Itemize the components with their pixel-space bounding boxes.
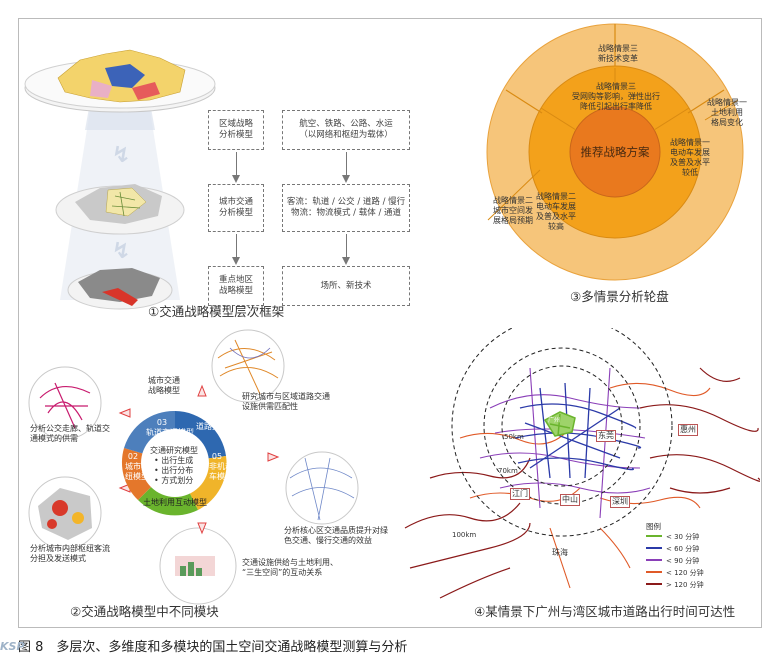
arrow-down [232,234,240,265]
ring-label-50km: 50km [504,433,524,441]
module-04-label: 道路交通模型 [196,422,244,431]
panel1-caption: ①交通战略模型层次框架 [148,304,285,319]
legend-item-90: < 90 分钟 [666,557,700,565]
panel-strategy-hierarchy: ↯ ↯ 区域战略 分析模型 城市交通 分析模型 重点地区 战略模型 航空、铁路、… [20,20,420,320]
legend-title: 图例 [646,522,661,531]
city-jiangmen: 江门 [510,488,530,500]
module-05-num: 05 [211,452,223,461]
note-top-right: 研究城市与区域道路交通 设施供需匹配性 [242,392,330,411]
arrow-down [342,234,350,265]
module-03-num: 03 [156,418,168,427]
panel3-caption: ③多情景分析轮盘 [570,289,669,304]
inner-scenario-1: 战略情景一 电动车发展 及普及水平 较低 [670,138,710,177]
outer-scenario-3: 战略情景三 新技术变革 [598,44,638,63]
module-02-label: 城市枢 纽模型 [125,462,149,481]
module-05-label: 非机动 车模型 [209,462,233,481]
panel-accessibility-map: 50km 70km 100km 广州 东莞 惠州 江门 中山 深圳 珠海 图例 … [400,328,760,628]
center-title: 交通研究模型 [150,446,198,455]
city-dongguan: 东莞 [596,430,616,442]
outer-scenario-1: 战略情景一 土地利用 格局变化 [707,98,747,127]
city-shenzhen: 深圳 [610,496,630,508]
box-regional-modes: 航空、铁路、公路、水运 （以网络和枢纽为载体） [282,110,410,150]
arrow-down [232,152,240,183]
note-bottom: 交通设施供给与土地利用、 “三生空间”的互动关系 [242,558,338,577]
legend-item-30: < 30 分钟 [666,533,700,541]
center-bullet-3: • 方式划分 [154,476,194,485]
city-guangzhou: 广州 [548,417,561,424]
legend-item-120: < 120 分钟 [666,569,704,577]
panel2-caption: ②交通战略模型中不同模块 [70,604,219,619]
layered-map-illustration: ↯ ↯ [24,49,216,310]
panel-scenario-wheel: 战略情景三 新技术变革 战略情景一 土地利用 格局变化 战略情景二 城市空间发 … [470,20,760,310]
box-place-tech: 场所、新技术 [282,266,410,306]
note-left-upper: 分析公交走廊、轨道交 通模式的供需 [30,424,110,443]
figure-frame [18,18,762,628]
module-02-num: 02 [127,452,139,461]
box-urban-model: 城市交通 分析模型 [208,184,264,232]
ring-label-70km: 70km [498,467,518,475]
inner-scenario-2: 战略情景二 电动车发展 及普及水平 较高 [536,192,576,231]
city-zhongshan: 中山 [560,494,580,506]
recommended-plan: 推荐战略方案 [580,145,650,159]
module-01-label: 土地利用互动模型 [143,498,207,507]
outer-scenario-2: 战略情景二 城市空间发 展格局预期 [493,196,533,225]
legend-item-60: < 60 分钟 [666,545,700,553]
arrow-down [342,152,350,183]
note-left-lower: 分析城市内部枢纽客流 分担及发送模式 [30,544,110,563]
panel4-caption: ④某情景下广州与湾区城市道路出行时间可达性 [474,604,736,619]
note-right: 分析核心区交通品质提升对绿 色交通、慢行交通的效益 [284,526,388,545]
module-03-label: 轨道交通模型 [146,428,194,437]
scenario-wheel [486,23,744,281]
city-zhuhai: 珠海 [552,548,568,557]
note-top: 城市交通 战略模型 [148,376,180,395]
box-urban-modes: 客流：轨道 / 公交 / 道路 / 慢行 物流：物流模式 / 载体 / 通道 [282,184,410,232]
center-bullet-2: • 出行分布 [154,466,194,475]
svg-text:↯: ↯ [112,239,130,264]
figure-caption: 图 8 多层次、多维度和多模块的国土空间交通战略模型测算与分析 [18,640,408,655]
accessibility-map [404,328,760,599]
svg-text:↯: ↯ [112,143,130,168]
center-bullet-1: • 出行生成 [154,456,194,465]
module-04-num: 04 [211,411,223,420]
legend-item-over120: > 120 分钟 [666,581,704,589]
module-wheel-illustration [28,329,359,605]
inner-scenario-3: 战略情景三 受网购等影响，弹性出行 降低引起出行率降低 [572,82,660,111]
watermark: KSP [0,640,25,653]
module-01-num: 01 [169,488,181,497]
panel-model-modules: 交通研究模型 • 出行生成 • 出行分布 • 方式划分 03 轨道交通模型 04… [20,328,400,628]
ring-label-100km: 100km [452,531,477,539]
city-huizhou: 惠州 [678,424,698,436]
box-regional-model: 区域战略 分析模型 [208,110,264,150]
box-keyarea-model: 重点地区 战略模型 [208,266,264,306]
